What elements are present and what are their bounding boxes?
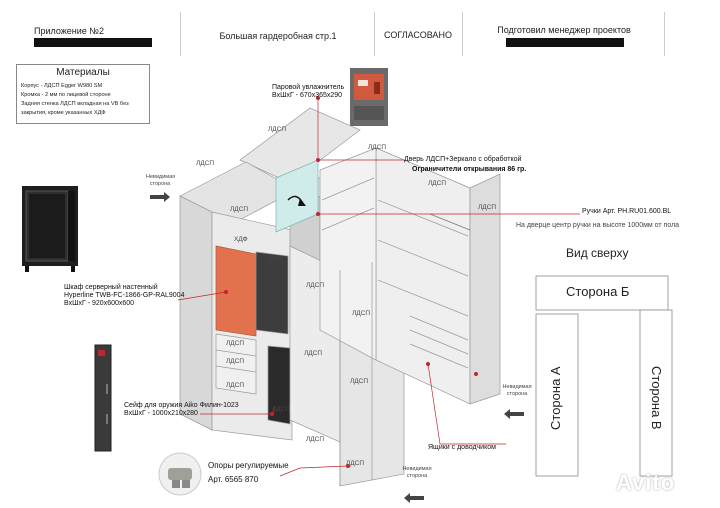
safe-dims: ВхШхГ - 1000х210х280 [124, 410, 198, 417]
panel-label: ЛДСП [268, 126, 287, 133]
cabinet-callout: Шкаф серверный настенный [64, 284, 158, 291]
drawers-callout: Ящики с доводчиком [428, 444, 496, 451]
panel-label: ЛДСП [352, 310, 371, 317]
materials-title: Материалы [56, 67, 110, 78]
supports-article: Арт. 6565 870 [208, 475, 259, 484]
humidifier-image [350, 68, 388, 126]
header-divider [462, 12, 463, 56]
invisible-side-label: Невидимая сторона [502, 384, 532, 397]
redacted-block [506, 38, 624, 47]
materials-line: закрытия, кроме указанных ХДФ [21, 110, 106, 116]
panel-label: ЛДСП [230, 206, 249, 213]
panel-label: ЛДСП [368, 144, 387, 151]
panel-label: ЛДСП [226, 358, 245, 365]
panel-label: ЛДСП [346, 460, 365, 467]
supports-image [158, 452, 202, 496]
panel-label: ЛДСП [226, 382, 245, 389]
header-divider [374, 12, 375, 56]
supports-callout: Опоры регулируемые [208, 461, 289, 470]
panel-label: ЛДСП [306, 282, 325, 289]
humidifier-callout: Паровой увлажнитель [272, 84, 345, 91]
redacted-block [34, 38, 152, 47]
materials-box: Материалы Корпус - ЛДСП Egger W980 SM Кр… [16, 64, 150, 124]
prepared-by-label: Подготовил менеджер проектов [497, 25, 631, 35]
panel-label: ЛДСП [304, 350, 323, 357]
invisible-side-label: Невидимая сторона [402, 466, 432, 479]
header-divider [664, 12, 665, 56]
door-limit-callout: Ограничители открывания 86 гр. [412, 166, 527, 173]
invisible-side-label: Невидимая сторона [146, 174, 176, 187]
materials-line: Кромка - 2 мм по лицевой стороне [21, 92, 111, 98]
panel-label: ЛДСП [272, 406, 291, 413]
panel-label: ХДФ [234, 236, 248, 243]
materials-line: Корпус - ЛДСП Egger W980 SM [21, 83, 103, 89]
safe-callout: Сейф для оружия Aiko Филин-1023 [124, 402, 239, 409]
top-view-title: Вид сверху [566, 246, 629, 260]
appendix-label: Приложение №2 [34, 26, 104, 36]
panel-label: ЛДСП [350, 378, 369, 385]
server-cabinet-image [22, 186, 78, 272]
cabinet-model: Hyperline TWB-FC-1866-GP-RAL9004 [64, 292, 185, 299]
humidifier-dims: ВхШхГ - 670х365х290 [272, 92, 343, 99]
panel-label: ЛДСП [306, 436, 325, 443]
handles-callout: Ручки Арт. PH.RU01.600.BL [582, 208, 672, 215]
panel-label: ЛДСП [428, 180, 447, 187]
gun-safe-image [94, 344, 112, 452]
approved-label: СОГЛАСОВАНО [384, 30, 452, 40]
avito-watermark: Avito [616, 470, 675, 496]
side-b-label: Сторона Б [566, 284, 630, 299]
handles-note: На дверце центр ручки на высоте 1000мм о… [516, 222, 680, 229]
panel-label: ЛДСП [478, 204, 497, 211]
panel-label: ЛДСП [226, 340, 245, 347]
materials-line: Задняя стенка ЛДСП вкладная на VB без [21, 101, 129, 107]
cabinet-dims: ВхШхГ - 920х600х600 [64, 300, 135, 307]
side-a-label: Сторона А [548, 366, 563, 430]
side-v-label: Сторона В [649, 366, 664, 430]
page-title: Большая гардеробная стр.1 [219, 31, 337, 41]
header-bar: Приложение №2 Большая гардеробная стр.1 … [0, 0, 720, 56]
door-callout: Дверь ЛДСП+Зеркало с обработкой [404, 156, 522, 163]
panel-label: ЛДСП [196, 160, 215, 167]
panel-label: ХДФ [266, 256, 280, 263]
header-divider [180, 12, 181, 56]
watermark-text: Avito [616, 470, 676, 495]
